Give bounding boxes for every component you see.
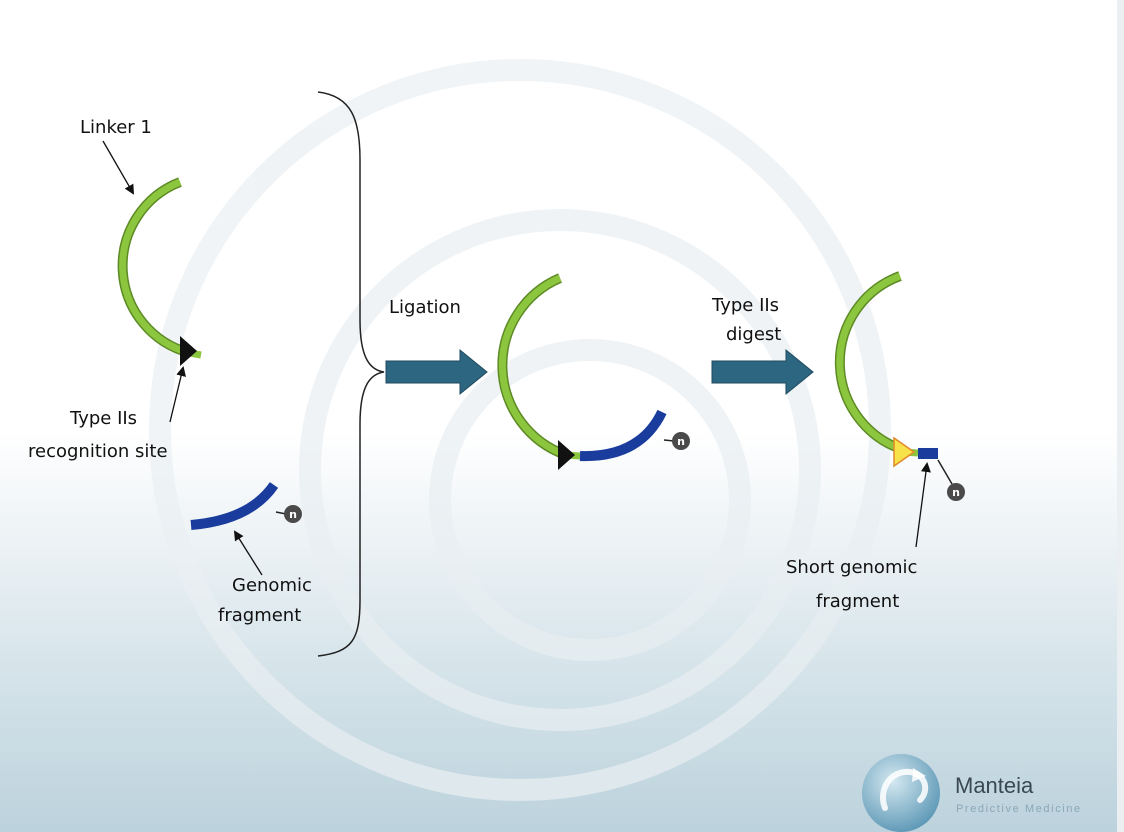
ligation-arrow-icon (385, 348, 488, 396)
linker-1-label: Linker 1 (80, 117, 152, 138)
recognition-site-label-line1: Type IIs (69, 408, 137, 429)
digest-arrow-icon (711, 348, 814, 396)
background-swirl (149, 59, 891, 801)
grouping-brace (317, 91, 385, 657)
logo-name: Manteia (955, 773, 1034, 798)
n-cap-icon (284, 505, 302, 523)
genomic-fragment-label-line1: Genomic (232, 575, 312, 596)
genomic-fragment-label-line2: fragment (218, 605, 301, 626)
swirl-logo-icon (862, 754, 940, 832)
ligation-label: Ligation (389, 297, 461, 318)
linker-1-pointer (102, 140, 134, 195)
short-fragment-label-line1: Short genomic (786, 557, 917, 578)
manteia-logo: Manteia Predictive Medicine (862, 754, 1082, 832)
recognition-site-marker-icon (558, 440, 575, 470)
n-cap-label: n (289, 508, 297, 521)
ligated-product-molecule: n (497, 273, 690, 470)
short-fragment-label-line2: fragment (816, 591, 899, 612)
digest-label-line1: Type IIs (711, 295, 779, 316)
cut-site-marker-icon (893, 436, 916, 468)
short-fragment-pointer (915, 462, 931, 548)
genomic-fragment-pointer (233, 530, 263, 576)
n-cap-icon (947, 483, 965, 501)
logo-tagline: Predictive Medicine (956, 803, 1082, 815)
digest-label-line2: digest (726, 324, 781, 345)
n-cap-icon (672, 432, 690, 450)
n-cap-label: n (952, 486, 960, 499)
recognition-site-marker-icon (180, 336, 197, 366)
scrollbar-track[interactable] (1117, 0, 1124, 832)
recognition-site-pointer (169, 366, 186, 423)
genomic-fragment-molecule: n (190, 482, 302, 530)
n-cap-label: n (677, 435, 685, 448)
digested-product-molecule: n (834, 271, 965, 501)
linker-1-molecule (117, 177, 202, 366)
recognition-site-label-line2: recognition site (28, 441, 168, 462)
